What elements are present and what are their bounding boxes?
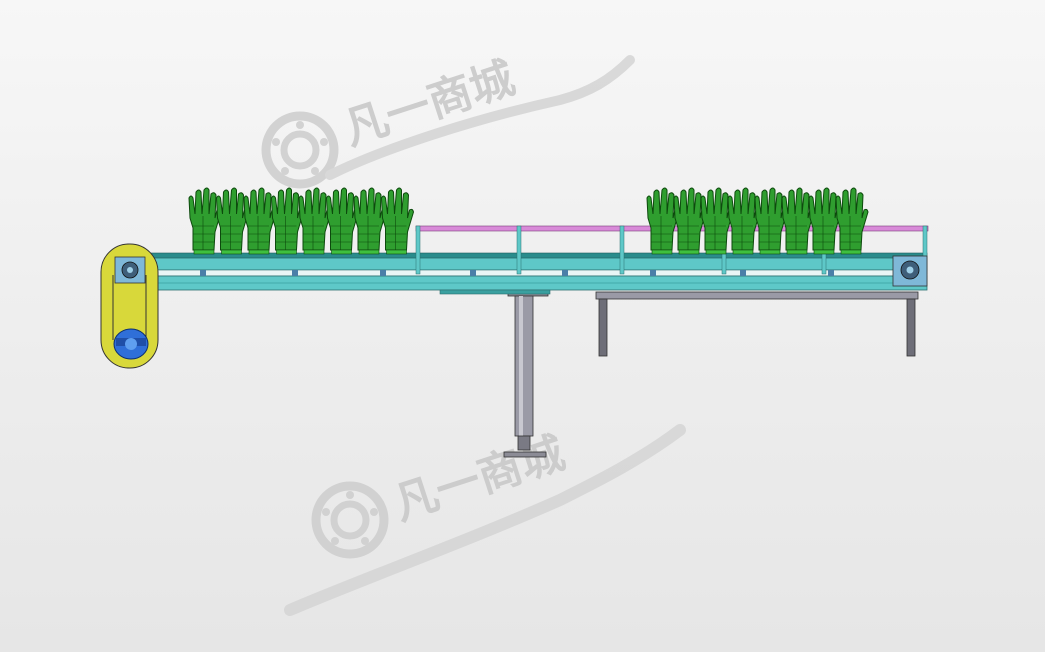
glove-mold [298,187,332,255]
tail-pulley [892,255,928,287]
glove-molds-right [646,187,869,255]
glove-mold [270,187,305,255]
glove-mold [754,187,788,255]
glove-mold [353,187,387,255]
glove-mold [835,187,869,255]
glove-mold [243,187,277,255]
bearing-logo-icon [261,111,339,189]
glove-mold [215,187,250,255]
bearing-logo-icon [311,481,389,559]
motor-icon [113,328,149,360]
watermark-bottom: 凡一商城 [284,424,686,616]
drive-sprocket [114,256,146,284]
frame-bolts [200,270,834,276]
glove-mold [188,187,222,255]
glove-molds-left [188,187,415,255]
watermark-top: 凡一商城 [261,53,635,189]
center-jack-leg [503,289,549,458]
right-support-stand [595,291,919,357]
drive-housing [100,243,159,369]
glove-mold [380,187,415,255]
watermark-text-bottom: 凡一商城 [388,428,571,531]
